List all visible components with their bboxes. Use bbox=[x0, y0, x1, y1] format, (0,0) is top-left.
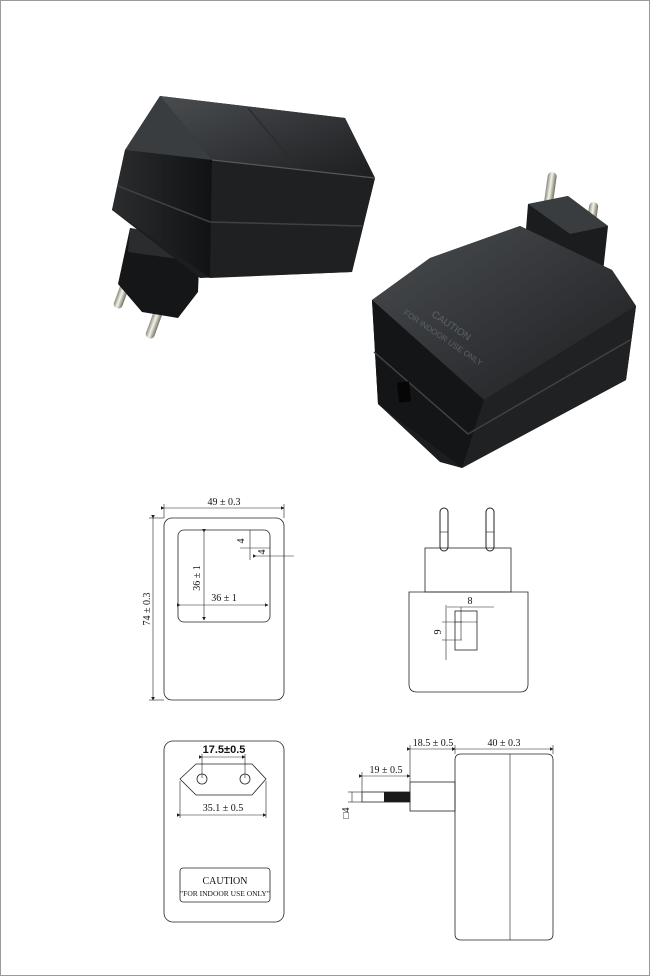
adapter-photo-front bbox=[112, 96, 376, 339]
dim-body-depth: 40 ± 0.3 bbox=[488, 738, 521, 749]
dim-width: 49 ± 0.3 bbox=[208, 497, 241, 508]
dim-slot-height: 9 bbox=[433, 630, 444, 635]
dim-slot-width: 8 bbox=[468, 596, 473, 607]
caution-subtitle: "FOR INDOOR USE ONLY" bbox=[180, 889, 270, 898]
caution-title: CAUTION bbox=[203, 876, 248, 887]
dim-pin-length: 19 ± 0.5 bbox=[370, 765, 403, 776]
caution-label-box bbox=[179, 867, 271, 903]
dim-corner-v: 4 bbox=[236, 539, 247, 544]
dim-height: 74 ± 0.3 bbox=[142, 593, 153, 626]
dim-label-height: 36 ± 1 bbox=[192, 565, 203, 591]
dim-plug-depth: 18.5 ± 0.5 bbox=[413, 738, 454, 749]
drawing-bottom-view: 17.5±0.5 35.1 ± 0.5 CAUTION "FOR INDOOR … bbox=[163, 740, 285, 923]
dim-corner-h: 4 bbox=[257, 550, 268, 555]
photo2-pin-left bbox=[544, 172, 557, 207]
drawing-top-view: 49 ± 0.3 74 ± 0.3 36 ± 1 36 ± 1 4 4 bbox=[142, 497, 294, 701]
dim-pin-spacing: 17.5±0.5 bbox=[203, 744, 246, 756]
dim-plug-width: 35.1 ± 0.5 bbox=[203, 803, 244, 814]
dim-pin-diameter: □4 bbox=[341, 807, 352, 818]
drawing-front-view: 8 9 bbox=[408, 507, 529, 693]
dim-label-width: 36 ± 1 bbox=[211, 593, 237, 604]
adapter-photo-back: CAUTION FOR INDOOR USE ONLY bbox=[372, 172, 636, 468]
drawing-side-view: 18.5 ± 0.5 40 ± 0.3 19 ± 0.5 □4 bbox=[341, 738, 554, 941]
